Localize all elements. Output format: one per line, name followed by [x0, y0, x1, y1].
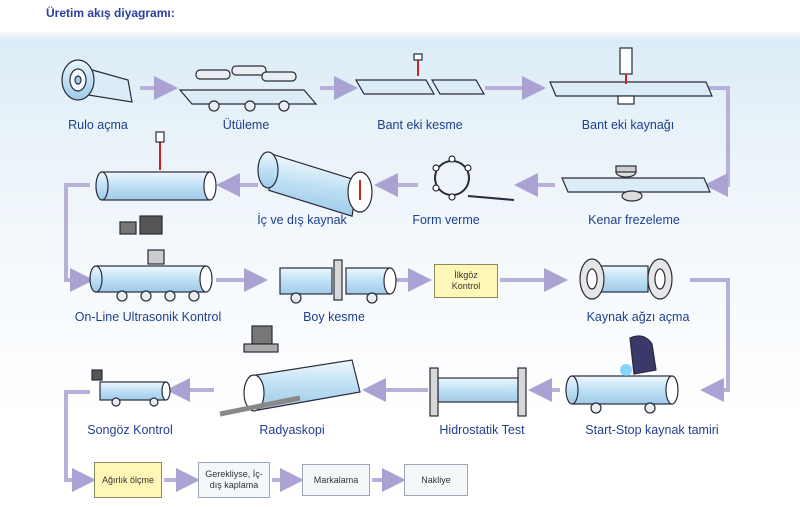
- box-agirlik-olcme: Ağırlık ölçme: [94, 462, 162, 498]
- bevelling-illustration: [579, 258, 673, 300]
- arrow-8: [64, 183, 94, 292]
- label-kaynak-agzi-acma: Kaynak ağzı açma: [586, 310, 690, 324]
- box-ilkgoz-kontrol: İlkgöz Kontrol: [434, 264, 498, 298]
- ultrasonic-control-illustration: [89, 215, 213, 302]
- label-online-ultrasonik: On-Line Ultrasonik Kontrol: [74, 310, 222, 324]
- label-utuleme: Ütüleme: [222, 118, 270, 132]
- welded-pipe-illustration: [95, 131, 217, 201]
- box-ic-dis-kaplama: Gerekliyse, İç-dış kaplama: [198, 462, 270, 498]
- arrow-4: [700, 86, 730, 197]
- label-hidrostatik: Hidrostatik Test: [439, 423, 525, 437]
- label-songoz-kontrol: Songöz Kontrol: [87, 423, 173, 437]
- arrow-16: [64, 390, 96, 492]
- arrow-12: [690, 278, 730, 402]
- strip-welding-illustration: [549, 47, 713, 105]
- label-bant-eki-kesme: Bant eki kesme: [377, 118, 463, 132]
- hydrostatic-test-illustration: [429, 367, 527, 417]
- box-nakliye: Nakliye: [404, 464, 468, 496]
- final-inspection-illustration: [91, 369, 171, 407]
- strip-cutting-illustration: [354, 53, 486, 95]
- label-ic-dis-kaynak: İç ve dış kaynak: [257, 213, 347, 227]
- forming-illustration: [432, 155, 515, 201]
- page-title: Üretim akış diyagramı:: [46, 6, 175, 20]
- box-markalama: Markalama: [302, 464, 370, 496]
- inner-outer-welding-illustration: [257, 151, 373, 217]
- coil-illustration: [61, 59, 133, 103]
- label-kenar-frezeleme: Kenar frezeleme: [588, 213, 680, 227]
- edge-milling-illustration: [561, 165, 711, 202]
- label-radyaskopi: Radyaskopi: [259, 423, 325, 437]
- flattening-rollers-illustration: [178, 65, 318, 112]
- length-cutting-illustration: [279, 259, 397, 304]
- label-rulo-acma: Rulo açma: [68, 118, 128, 132]
- flow-arrows: [64, 76, 730, 492]
- label-boy-kesme: Boy kesme: [303, 310, 365, 324]
- weld-repair-illustration: [565, 335, 679, 414]
- label-start-stop: Start-Stop kaynak tamiri: [585, 423, 719, 437]
- label-bant-eki-kaynagi: Bant eki kaynağı: [581, 118, 675, 132]
- radioscopy-illustration: [219, 325, 361, 417]
- label-form-verme: Form verme: [412, 213, 480, 227]
